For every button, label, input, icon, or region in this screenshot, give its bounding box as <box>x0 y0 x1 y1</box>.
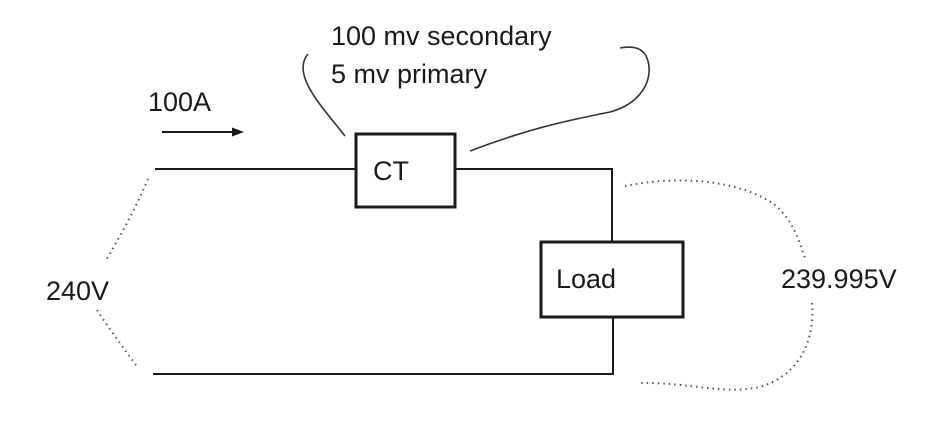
ct-note-right-leader <box>469 46 650 152</box>
ct-box-label: CT <box>373 156 409 186</box>
top-wire-right <box>455 168 613 242</box>
source-voltage-label: 240V <box>46 276 109 306</box>
source-voltage-dotted-lower <box>96 309 139 369</box>
current-label: 100A <box>148 87 211 117</box>
ct-note-secondary: 100 mv secondary <box>331 21 552 51</box>
load-box-label: Load <box>556 264 616 294</box>
load-voltage-label: 239.995V <box>781 264 897 294</box>
ct-box: CT <box>354 132 457 209</box>
bottom-wire <box>153 317 614 375</box>
load-voltage-dotted-lower <box>639 302 814 391</box>
source-voltage-dotted-upper <box>104 178 149 263</box>
load-box: Load <box>539 240 685 319</box>
ct-note-primary: 5 mv primary <box>331 59 488 89</box>
ct-note-left-leader <box>302 53 346 137</box>
current-direction-arrow <box>162 127 244 137</box>
